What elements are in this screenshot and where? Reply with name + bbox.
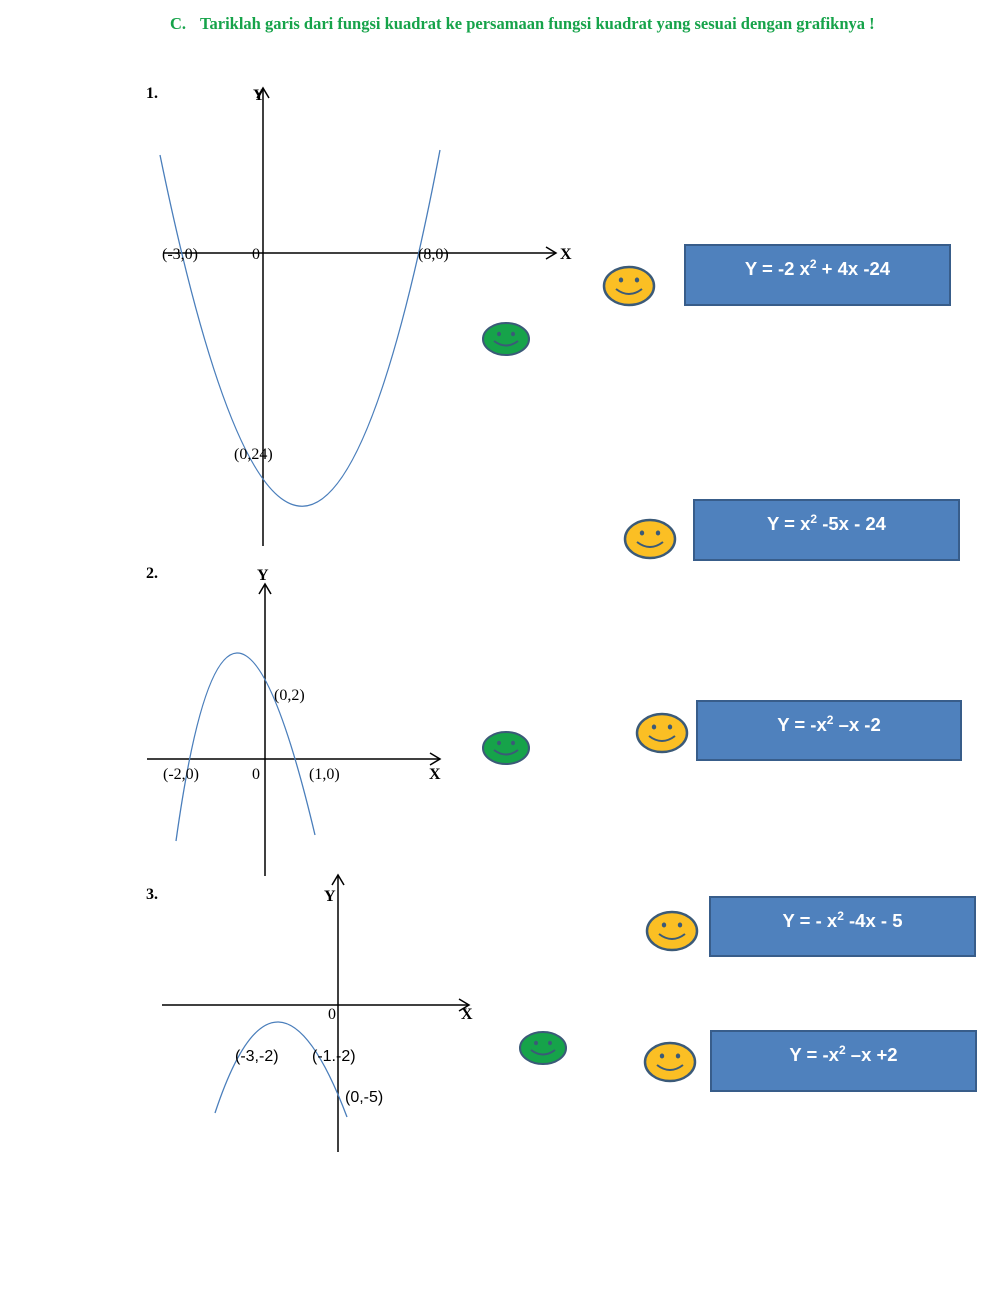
equation-text: –x -2 xyxy=(833,714,881,735)
equation-box[interactable]: Y = - x2 -4x - 5 xyxy=(709,896,976,957)
equation-text: Y = x xyxy=(767,513,811,534)
instruction-letter: C. xyxy=(170,14,187,33)
green-smiley-icon[interactable] xyxy=(481,730,531,766)
instruction-text: Tariklah garis dari fungsi kuadrat ke pe… xyxy=(200,14,875,33)
graph-2-point-label: (1,0) xyxy=(309,766,340,783)
graph-3-parabola xyxy=(214,1021,348,1118)
graph-2-x-arrow-icon xyxy=(429,752,442,766)
graph-2-point-label: (-2,0) xyxy=(163,766,199,783)
equation-box[interactable]: Y = -x2 –x -2 xyxy=(696,700,962,761)
graph-1-number: 1. xyxy=(146,85,158,102)
equation-box[interactable]: Y = -x2 –x +2 xyxy=(710,1030,977,1092)
green-smiley-icon[interactable] xyxy=(518,1030,568,1066)
yellow-smiley-icon[interactable] xyxy=(623,518,677,560)
graph-2-number: 2. xyxy=(146,565,158,582)
graph-3-point-label: (0,-5) xyxy=(345,1089,383,1106)
graph-2-point-label: (0,2) xyxy=(274,687,305,704)
equation-box[interactable]: Y = x2 -5x - 24 xyxy=(693,499,960,561)
yellow-smiley-icon[interactable] xyxy=(645,910,699,952)
graph-3-x-arrow-icon xyxy=(458,998,471,1012)
graph-1-point-label: (0,24) xyxy=(234,446,273,463)
equation-box[interactable]: Y = -2 x2 + 4x -24 xyxy=(684,244,951,306)
graph-1-parabola xyxy=(159,149,441,507)
graph-1-y-label: Y xyxy=(253,87,265,104)
equation-text: Y = -x xyxy=(777,714,827,735)
equation-text: Y = - x xyxy=(782,910,838,931)
equation-exponent: 2 xyxy=(810,512,818,526)
equation-text: + 4x -24 xyxy=(816,258,891,279)
graph-2-origin-label: 0 xyxy=(252,766,260,783)
graph-1-point-label: (-3,0) xyxy=(162,246,198,263)
instruction: C. Tariklah garis dari fungsi kuadrat ke… xyxy=(170,12,890,36)
graph-1-x-arrow-icon xyxy=(545,246,558,260)
graph-2-parabola xyxy=(175,652,316,842)
graph-3-origin-label: 0 xyxy=(328,1006,336,1023)
equation-exponent: 2 xyxy=(826,713,834,727)
equation-text: -4x - 5 xyxy=(843,910,903,931)
graph-3: Y X 0 (-3,-2) (-1.-2) (0,-5) xyxy=(162,873,473,1152)
graph-1-point-label: (8,0) xyxy=(418,246,449,263)
equation-exponent: 2 xyxy=(837,909,844,923)
graph-2-x-label: X xyxy=(429,766,441,783)
graph-3-point-label: (-1.-2) xyxy=(312,1048,356,1065)
graph-3-y-arrow-icon xyxy=(331,873,345,886)
yellow-smiley-icon[interactable] xyxy=(602,265,656,307)
graph-3-number: 3. xyxy=(146,886,158,903)
equation-text: Y = -2 x xyxy=(744,258,810,279)
graph-3-point-label: (-3,-2) xyxy=(235,1048,279,1065)
graph-2-y-label: Y xyxy=(257,567,269,584)
graph-1: Y X 0 (-3,0) (8,0) (0,24) xyxy=(159,86,572,546)
graph-3-y-label: Y xyxy=(324,888,336,905)
equation-exponent: 2 xyxy=(809,257,817,271)
yellow-smiley-icon[interactable] xyxy=(643,1041,697,1083)
equation-exponent: 2 xyxy=(838,1043,846,1057)
graph-1-x-label: X xyxy=(560,246,572,263)
graph-2-y-arrow-icon xyxy=(258,582,272,595)
graph-1-origin-label: 0 xyxy=(252,246,260,263)
graph-3-x-label: X xyxy=(461,1006,473,1023)
equation-text: -5x - 24 xyxy=(817,513,886,534)
equation-text: –x +2 xyxy=(845,1044,898,1065)
graph-1-y-arrow-icon xyxy=(256,86,270,99)
yellow-smiley-icon[interactable] xyxy=(635,712,689,754)
green-smiley-icon[interactable] xyxy=(481,321,531,357)
equation-text: Y = -x xyxy=(789,1044,839,1065)
graph-2: Y X 0 (0,2) (-2,0) (1,0) xyxy=(147,567,442,876)
